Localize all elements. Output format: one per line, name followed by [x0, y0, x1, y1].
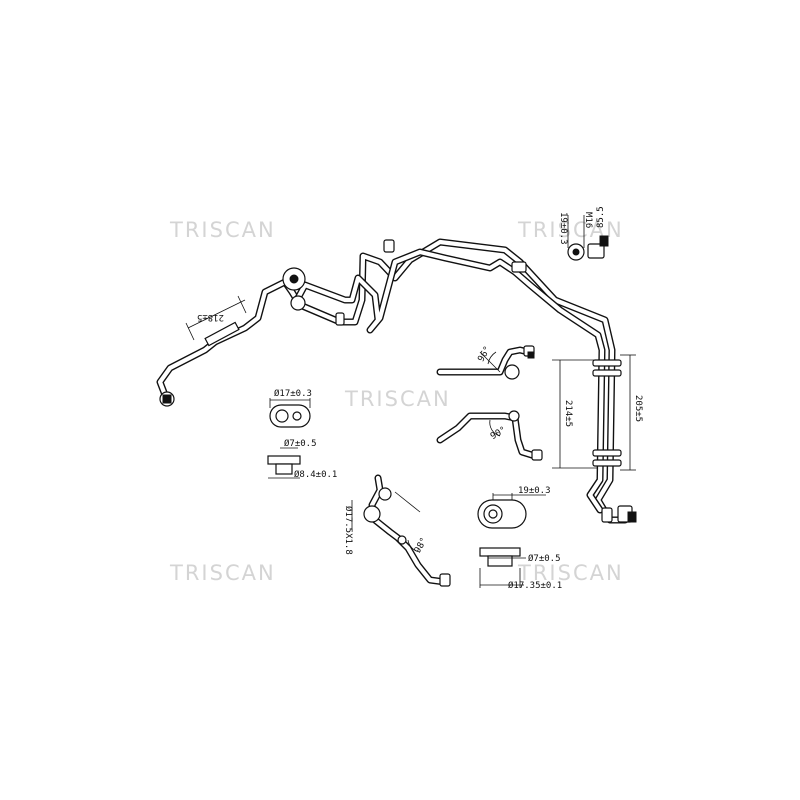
- detail-port-left: Ø17±0.3 Ø7±0.5 Ø8.4±0.1: [267, 388, 337, 480]
- svg-text:214±5: 214±5: [563, 400, 573, 427]
- svg-text:218±5: 218±5: [197, 312, 224, 322]
- svg-text:19±0.3: 19±0.3: [558, 212, 568, 245]
- svg-text:Ø8.4±0.1: Ø8.4±0.1: [294, 469, 337, 480]
- svg-text:Ø17.5X1.8: Ø17.5X1.8: [343, 506, 354, 555]
- dim-vertical: 214±5 205±5: [552, 354, 643, 471]
- svg-text:Ø17.35±0.1: Ø17.35±0.1: [508, 580, 562, 591]
- svg-text:90°: 90°: [489, 425, 508, 442]
- svg-text:Ø17±0.3: Ø17±0.3: [274, 388, 312, 399]
- watermark-center: TRISCAN: [344, 387, 451, 411]
- svg-text:98°: 98°: [413, 536, 430, 555]
- svg-text:96°: 96°: [476, 345, 493, 364]
- watermark-bottom-right: TRISCAN: [517, 561, 624, 585]
- watermark-bottom-left: TRISCAN: [169, 561, 276, 585]
- dim-main-left: 218±5: [185, 295, 247, 341]
- main-hose: [156, 238, 637, 524]
- svg-text:M16: M16: [583, 212, 593, 228]
- detail-top-right: 19±0.3 M16 85.5: [558, 206, 609, 261]
- detail-hose-middle: Ø17.5X1.8 98°: [343, 474, 451, 587]
- detail-port-right: 19±0.3 Ø7±0.5 Ø17.35±0.1: [477, 486, 562, 591]
- svg-text:205±5: 205±5: [633, 395, 643, 422]
- detail-bend-upper: 96°: [436, 345, 535, 380]
- detail-bend-lower: 90°: [436, 410, 543, 461]
- svg-text:Ø7±0.5: Ø7±0.5: [284, 438, 317, 449]
- watermark-top-left: TRISCAN: [169, 218, 276, 242]
- svg-text:Ø7±0.5: Ø7±0.5: [528, 553, 561, 564]
- svg-text:19±0.3: 19±0.3: [518, 486, 551, 496]
- svg-text:85.5: 85.5: [596, 206, 606, 228]
